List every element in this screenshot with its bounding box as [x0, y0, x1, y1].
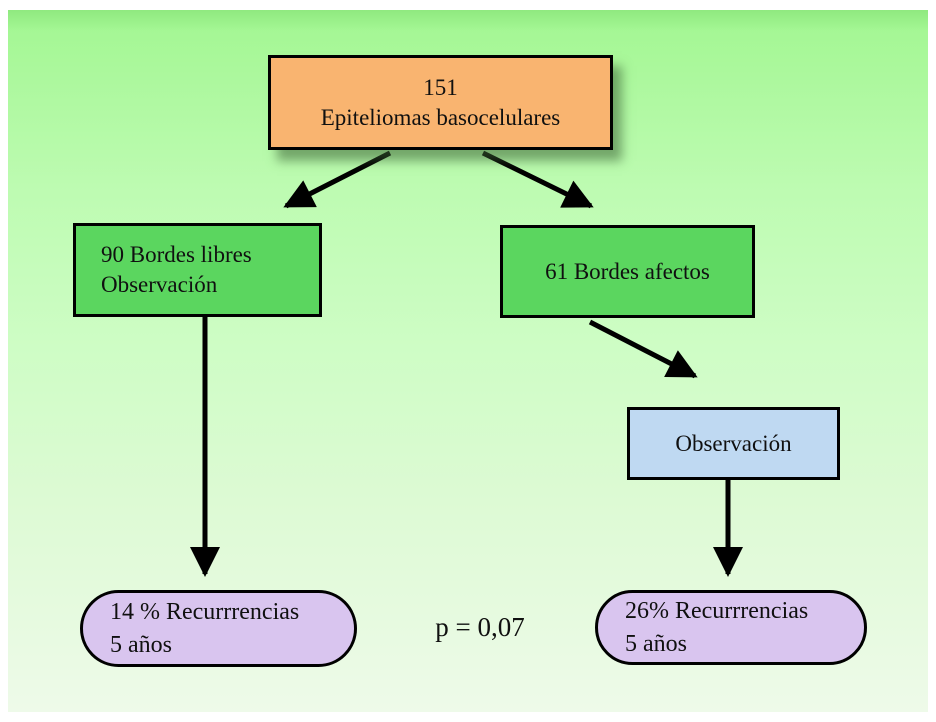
node-bordes-afectos: 61 Bordes afectos	[500, 225, 755, 318]
node-recurrencias-afectos-line1: 26% Recurrrencias	[625, 598, 809, 625]
node-bordes-libres-line2: Observación	[101, 272, 218, 297]
node-total-count: 151	[423, 74, 458, 100]
node-observacion: Observación	[627, 407, 840, 480]
node-recurrencias-libres-line2: 5 años	[110, 631, 172, 658]
edge-total-to-afectos	[481, 150, 594, 209]
node-recurrencias-libres-line1: 14 % Recurrrencias	[110, 599, 300, 626]
node-bordes-libres-line1: 90 Bordes libres	[101, 242, 252, 268]
node-recurrencias-afectos-line2: 5 años	[625, 630, 687, 657]
node-total-label: Epiteliomas basocelulares	[320, 104, 561, 130]
flowchart-canvas: 151 Epiteliomas basocelulares 90 Bordes …	[8, 10, 928, 712]
edge-afectos-to-observacion	[588, 319, 698, 379]
node-observacion-label: Observación	[675, 430, 792, 456]
node-recurrencias-afectos: 26% Recurrrencias 5 años	[595, 590, 867, 665]
edge-total-to-libres	[283, 150, 392, 209]
node-total-epiteliomas: 151 Epiteliomas basocelulares	[268, 55, 613, 150]
node-bordes-afectos-label: 61 Bordes afectos	[545, 258, 710, 284]
node-recurrencias-libres: 14 % Recurrrencias 5 años	[80, 590, 357, 667]
node-bordes-libres: 90 Bordes libres Observación	[73, 223, 322, 317]
p-value-label: p = 0,07	[435, 612, 525, 642]
